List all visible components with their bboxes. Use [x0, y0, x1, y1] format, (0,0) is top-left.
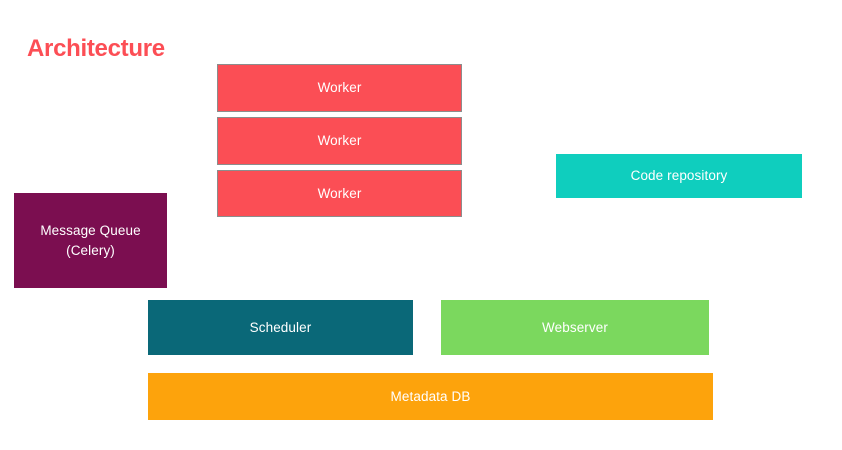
node-webserver-label: Webserver: [542, 319, 608, 335]
node-worker-3-label: Worker: [317, 185, 362, 201]
node-webserver[interactable]: Webserver: [441, 300, 709, 355]
node-code-repository[interactable]: Code repository: [556, 154, 802, 198]
node-message-queue[interactable]: Message Queue (Celery): [14, 193, 167, 288]
node-worker-3[interactable]: Worker: [217, 170, 462, 217]
node-worker-1[interactable]: Worker: [217, 64, 462, 112]
node-code-repository-label: Code repository: [630, 168, 728, 184]
node-metadata-db-label: Metadata DB: [390, 388, 471, 404]
node-worker-1-label: Worker: [317, 80, 362, 96]
page-title: Architecture: [27, 35, 165, 62]
node-worker-2[interactable]: Worker: [217, 117, 462, 165]
node-scheduler[interactable]: Scheduler: [148, 300, 413, 355]
node-scheduler-label: Scheduler: [249, 319, 312, 335]
node-worker-2-label: Worker: [317, 133, 362, 149]
node-metadata-db[interactable]: Metadata DB: [148, 373, 713, 420]
node-message-queue-label: Message Queue (Celery): [40, 222, 141, 258]
